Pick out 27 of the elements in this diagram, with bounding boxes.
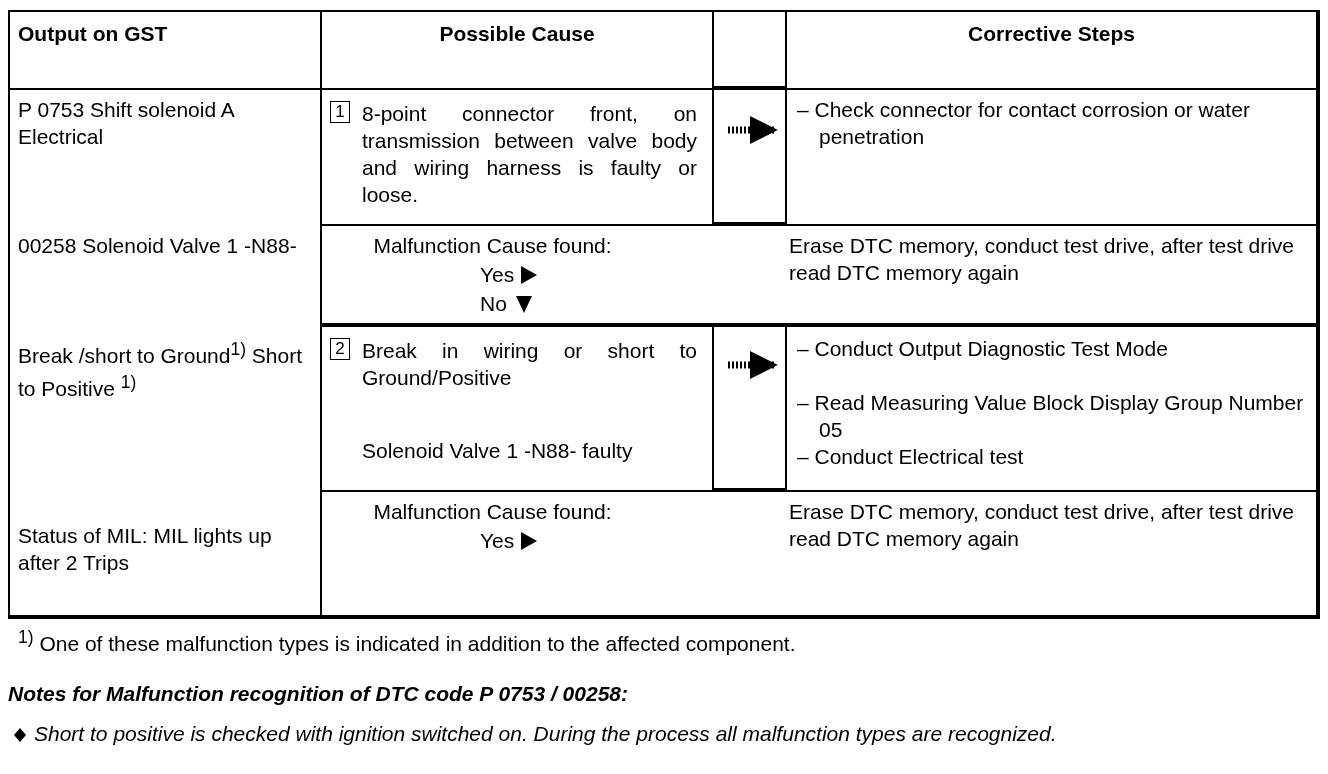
answer-text: Yes <box>480 262 515 288</box>
header-text: Corrective Steps <box>967 21 1136 47</box>
step-number: 1 <box>330 101 350 123</box>
answer-text: No <box>480 291 507 317</box>
fault-code-text: 00258 Solenoid Valve 1 -N88- <box>18 233 298 259</box>
step-number: 2 <box>330 338 350 360</box>
mil-status-text: Status of MIL: MIL lights up after 2 Trips <box>18 523 273 576</box>
cause-text: 8-point connector front, on transmission between valve body and wiring harness is faulty or loose. <box>362 101 697 208</box>
result-question-text: Malfunction Cause found: <box>372 499 613 525</box>
note-text: Short to positive is checked with ignition switched on. During the process all malfunction types are recognized. <box>34 721 1058 747</box>
fault-type-text: Break /short to Ground$^{1)}$ Short to Positive $^{1)}$ <box>18 338 304 402</box>
corrective-steps-cell <box>785 325 1318 492</box>
answer-text: Yes <box>480 528 515 554</box>
fault-code-text: P 0753 Shift solenoid A Electrical <box>18 97 236 150</box>
header-text: Output on GST <box>18 21 169 47</box>
corrective-step-text: – Conduct Output Diagnostic Test Mode <box>797 336 1169 362</box>
corrective-step-text: – Read Measuring Value Block Display Group Number 05 <box>797 390 1305 443</box>
instruction-text: Erase DTC memory, conduct test drive, after test drive read DTC memory again <box>789 499 1294 552</box>
footnote-text: $^{1)}$ One of these malfunction types is indicated in addition to the affected component. <box>18 626 797 657</box>
result-question-text: Malfunction Cause found: <box>372 233 613 259</box>
instruction-text: Erase DTC memory, conduct test drive, after test drive read DTC memory again <box>789 233 1294 286</box>
cause-text: Break in wiring or short to Ground/Positive <box>362 338 697 391</box>
header-text: Possible Cause <box>438 21 596 47</box>
notes-heading: Notes for Malfunction recognition of DTC code P 0753 / 00258: <box>8 681 629 707</box>
cause-text: Solenoid Valve 1 -N88- faulty <box>362 438 634 464</box>
corrective-step-text: – Conduct Electrical test <box>797 444 1025 470</box>
corrective-step-text: – Check connector for contact corrosion or water penetration <box>797 97 1251 150</box>
